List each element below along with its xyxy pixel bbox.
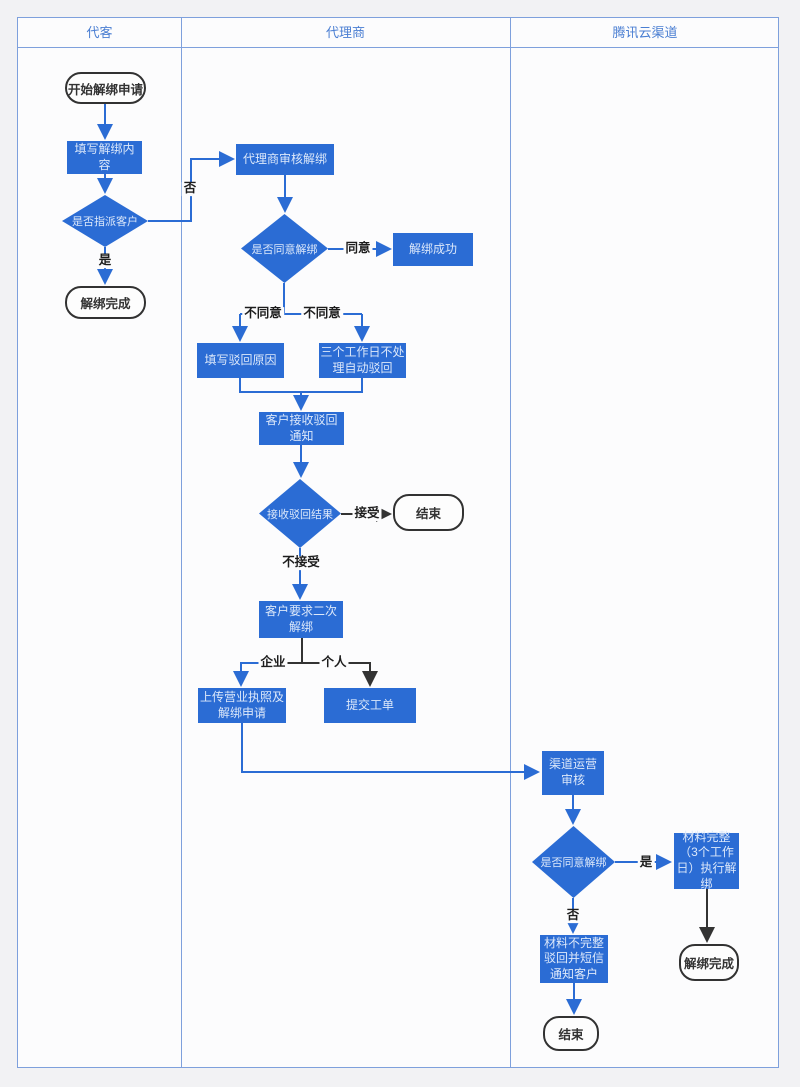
lane-title-tencent-channel: 腾讯云渠道: [612, 25, 678, 40]
node-end-1-label: 结束: [415, 507, 441, 521]
edge-label-not-accept: 不接受: [280, 555, 322, 570]
node-start-label: 开始解绑申请: [67, 82, 143, 97]
node-material-incomplete: 材料不完整驳回并短信通知客户: [540, 935, 608, 983]
lane-title-daike: 代客: [86, 25, 113, 40]
edge-label-no-1: 否: [181, 181, 199, 196]
node-receive-reject-result-label: 接收驳回结果: [267, 508, 333, 521]
node-fill-reject-reason-label: 填写驳回原因: [204, 352, 277, 367]
edge-label-agree: 同意: [343, 241, 373, 256]
edge-label-yes-1: 是: [96, 253, 114, 268]
node-unbind-done-1: 解绑完成: [65, 286, 146, 319]
node-start: 开始解绑申请: [65, 72, 146, 104]
node-auto-reject: 三个工作日不处理自动驳回: [319, 343, 406, 378]
node-channel-review-label: 渠道运营审核: [548, 757, 597, 787]
node-end-2-label: 结束: [558, 1028, 584, 1042]
node-upload-license: 上传营业执照及解绑申请: [198, 688, 286, 723]
lane-title-dailishang: 代理商: [325, 25, 365, 40]
edge-label-enterprise: 企业: [258, 655, 288, 670]
node-auto-reject-label: 三个工作日不处理自动驳回: [320, 344, 405, 375]
node-fill-content: 填写解绑内容: [67, 141, 142, 174]
edge-label-disagree-left: 不同意: [242, 306, 284, 321]
edge-merge: [239, 378, 363, 393]
node-submit-ticket-label: 提交工单: [345, 697, 394, 712]
node-end-2: 结束: [543, 1016, 599, 1051]
node-assign-customer-label: 是否指派客户: [72, 216, 138, 228]
swimlane-divider-1: [181, 18, 182, 1067]
node-fill-content-label: 填写解绑内容: [74, 141, 135, 172]
node-upload-license-label: 上传营业执照及解绑申请: [200, 689, 285, 720]
node-material-complete-label: 材料完整（3个工作日）执行解绑: [676, 829, 737, 891]
node-agent-review-label: 代理商审核解绑: [242, 151, 327, 166]
node-receive-reject-notice: 客户接收驳回通知: [259, 412, 344, 445]
node-second-unbind: 客户要求二次解绑: [259, 601, 343, 638]
edge-label-personal: 个人: [319, 655, 349, 670]
node-unbind-success-label: 解绑成功: [408, 241, 457, 256]
swimlane-chart: 代客 代理商 腾讯云渠道: [17, 17, 779, 1068]
node-unbind-done-1-label: 解绑完成: [80, 297, 131, 311]
edge-upload-to-channel: [241, 723, 540, 780]
edge-label-accept: 接受: [352, 506, 382, 521]
node-submit-ticket: 提交工单: [324, 688, 416, 723]
swimlane-header: [18, 18, 778, 48]
node-end-1: 结束: [393, 494, 464, 531]
node-agree-unbind-1-label: 是否同意解绑: [251, 243, 318, 256]
edge-enterprise: [233, 662, 264, 687]
edge-label-disagree-right: 不同意: [301, 306, 343, 321]
node-unbind-success: 解绑成功: [393, 233, 473, 266]
node-agree-unbind-2-label: 是否同意解绑: [540, 857, 607, 869]
node-material-incomplete-label: 材料不完整驳回并短信通知客户: [543, 935, 604, 981]
node-unbind-done-2: 解绑完成: [679, 944, 739, 981]
node-unbind-done-2-label: 解绑完成: [683, 957, 734, 971]
node-channel-review: 渠道运营审核: [542, 751, 604, 795]
node-receive-reject-notice-label: 客户接收驳回通知: [265, 412, 338, 443]
node-material-complete: 材料完整（3个工作日）执行解绑: [674, 829, 739, 891]
swimlane-divider-2: [510, 18, 511, 1067]
connector-lines: [97, 104, 715, 1015]
node-agent-review: 代理商审核解绑: [236, 144, 334, 175]
node-second-unbind-label: 客户要求二次解绑: [264, 603, 337, 634]
edge-label-no-2: 否: [564, 908, 582, 923]
edge-label-yes-2: 是: [637, 855, 655, 870]
node-fill-reject-reason: 填写驳回原因: [197, 343, 284, 378]
